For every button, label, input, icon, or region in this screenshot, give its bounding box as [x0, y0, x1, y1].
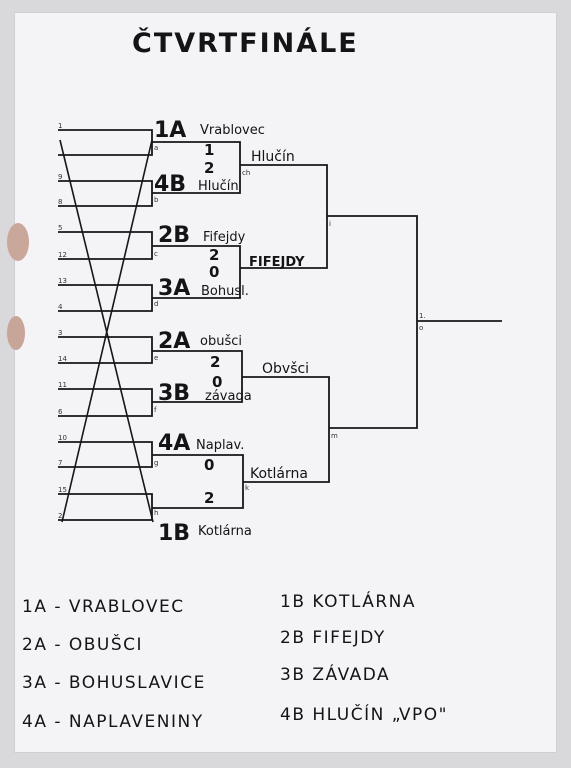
slot-team: Hlučín — [198, 179, 239, 194]
slot-letter: o — [419, 324, 423, 332]
score-top: 0 — [204, 456, 214, 474]
slot-seed: 2B — [158, 223, 190, 248]
slot-team: závada — [205, 389, 252, 404]
seed-number: 10 — [58, 434, 67, 442]
slot-seed: 1A — [154, 118, 186, 143]
score-bottom: 2 — [204, 489, 214, 507]
slot-seed: 4B — [154, 172, 186, 197]
score-bottom: 0 — [212, 373, 222, 391]
slot-seed: 3B — [158, 381, 190, 406]
legend-item: 4B HLUČÍN „VPO" — [280, 703, 448, 725]
slot-team: Naplav. — [196, 438, 244, 453]
seed-number: 1 — [58, 122, 62, 130]
seed-number: 4 — [58, 303, 63, 311]
match-scores: 1 2 2 0 2 0 0 2 — [204, 141, 222, 507]
seed-number: 11 — [58, 381, 67, 389]
slot-seed: 4A — [158, 431, 190, 456]
seed-number: 15 — [58, 486, 67, 494]
score-top: 2 — [210, 353, 220, 371]
seed-number: 14 — [58, 355, 67, 363]
seed-number: 5 — [58, 224, 62, 232]
legend-item: 3A - BOHUSLAVICE — [22, 673, 206, 693]
slot-letter: e — [154, 354, 158, 362]
finger-upper — [7, 223, 29, 261]
slot-team: obušci — [200, 334, 242, 349]
slot-letter: d — [154, 300, 158, 308]
slot-team: Vrablovec — [200, 123, 265, 138]
legend-item: 4A - NAPLAVENINY — [22, 712, 204, 732]
seed-number: 8 — [58, 198, 62, 206]
seed-number: 2 — [58, 512, 62, 520]
legend: 1A - VRABLOVEC 2A - OBUŠCI 3A - BOHUSLAV… — [22, 590, 448, 732]
seed-number: 12 — [58, 251, 67, 259]
score-bottom: 2 — [204, 159, 214, 177]
slot-letter: g — [154, 459, 158, 467]
slot-team: Bohusl. — [201, 284, 249, 299]
legend-item: 1B KOTLÁRNA — [280, 590, 416, 612]
seed-number: 7 — [58, 459, 62, 467]
seed-number: 6 — [58, 408, 63, 416]
slot-letter: a — [154, 144, 158, 152]
slot-seed: 3A — [158, 276, 190, 301]
slot-letters: a b c d e f g h ch i k m o 1. — [154, 144, 426, 517]
score-top: 1 — [204, 141, 214, 159]
round2-boxes — [240, 164, 330, 483]
seed-number: 3 — [58, 329, 62, 337]
slot-teams: Vrablovec Hlučín Fifejdy Bohusl. obušci … — [196, 123, 265, 539]
slot-letter: k — [245, 484, 250, 492]
slot-letter: i — [329, 220, 331, 228]
slot-letter: f — [154, 406, 157, 414]
round-winners: Hlučín FIFEJDY Obvšci Kotlárna — [249, 149, 309, 482]
finger-lower — [7, 316, 25, 350]
slot-seeds: 1A 4B 2B 3A 2A 3B 4A 1B — [154, 118, 190, 546]
seed-number: 9 — [58, 173, 62, 181]
legend-item: 1A - VRABLOVEC — [22, 597, 185, 617]
winner-name: Obvšci — [262, 361, 309, 377]
legend-item: 2A - OBUŠCI — [22, 633, 143, 655]
slot-team: Kotlárna — [198, 524, 252, 539]
final-label: 1. — [419, 312, 426, 320]
slot-letter: m — [331, 432, 338, 440]
winner-name: Hlučín — [251, 149, 295, 165]
slot-letter: b — [154, 196, 159, 204]
slot-letter: ch — [242, 169, 250, 177]
slot-letter: h — [154, 509, 158, 517]
final-box — [327, 215, 502, 429]
cross-lines — [59, 139, 154, 523]
legend-item: 3B ZÁVADA — [280, 663, 390, 685]
seed-number: 13 — [58, 277, 67, 285]
winner-name: Kotlárna — [250, 466, 308, 482]
slot-seed: 2A — [158, 329, 190, 354]
slot-letter: c — [154, 250, 158, 258]
score-top: 2 — [209, 246, 219, 264]
seed-numbers: 1 9 8 5 12 13 4 3 14 11 6 10 7 15 2 — [58, 122, 67, 520]
legend-item: 2B FIFEJDY — [280, 628, 386, 648]
slot-seed: 1B — [158, 521, 190, 546]
page-title: ČTVRTFINÁLE — [132, 27, 359, 59]
score-bottom: 0 — [209, 263, 219, 281]
slot-team: Fifejdy — [203, 230, 246, 245]
paper-sheet — [14, 12, 557, 753]
winner-name: FIFEJDY — [249, 255, 305, 270]
